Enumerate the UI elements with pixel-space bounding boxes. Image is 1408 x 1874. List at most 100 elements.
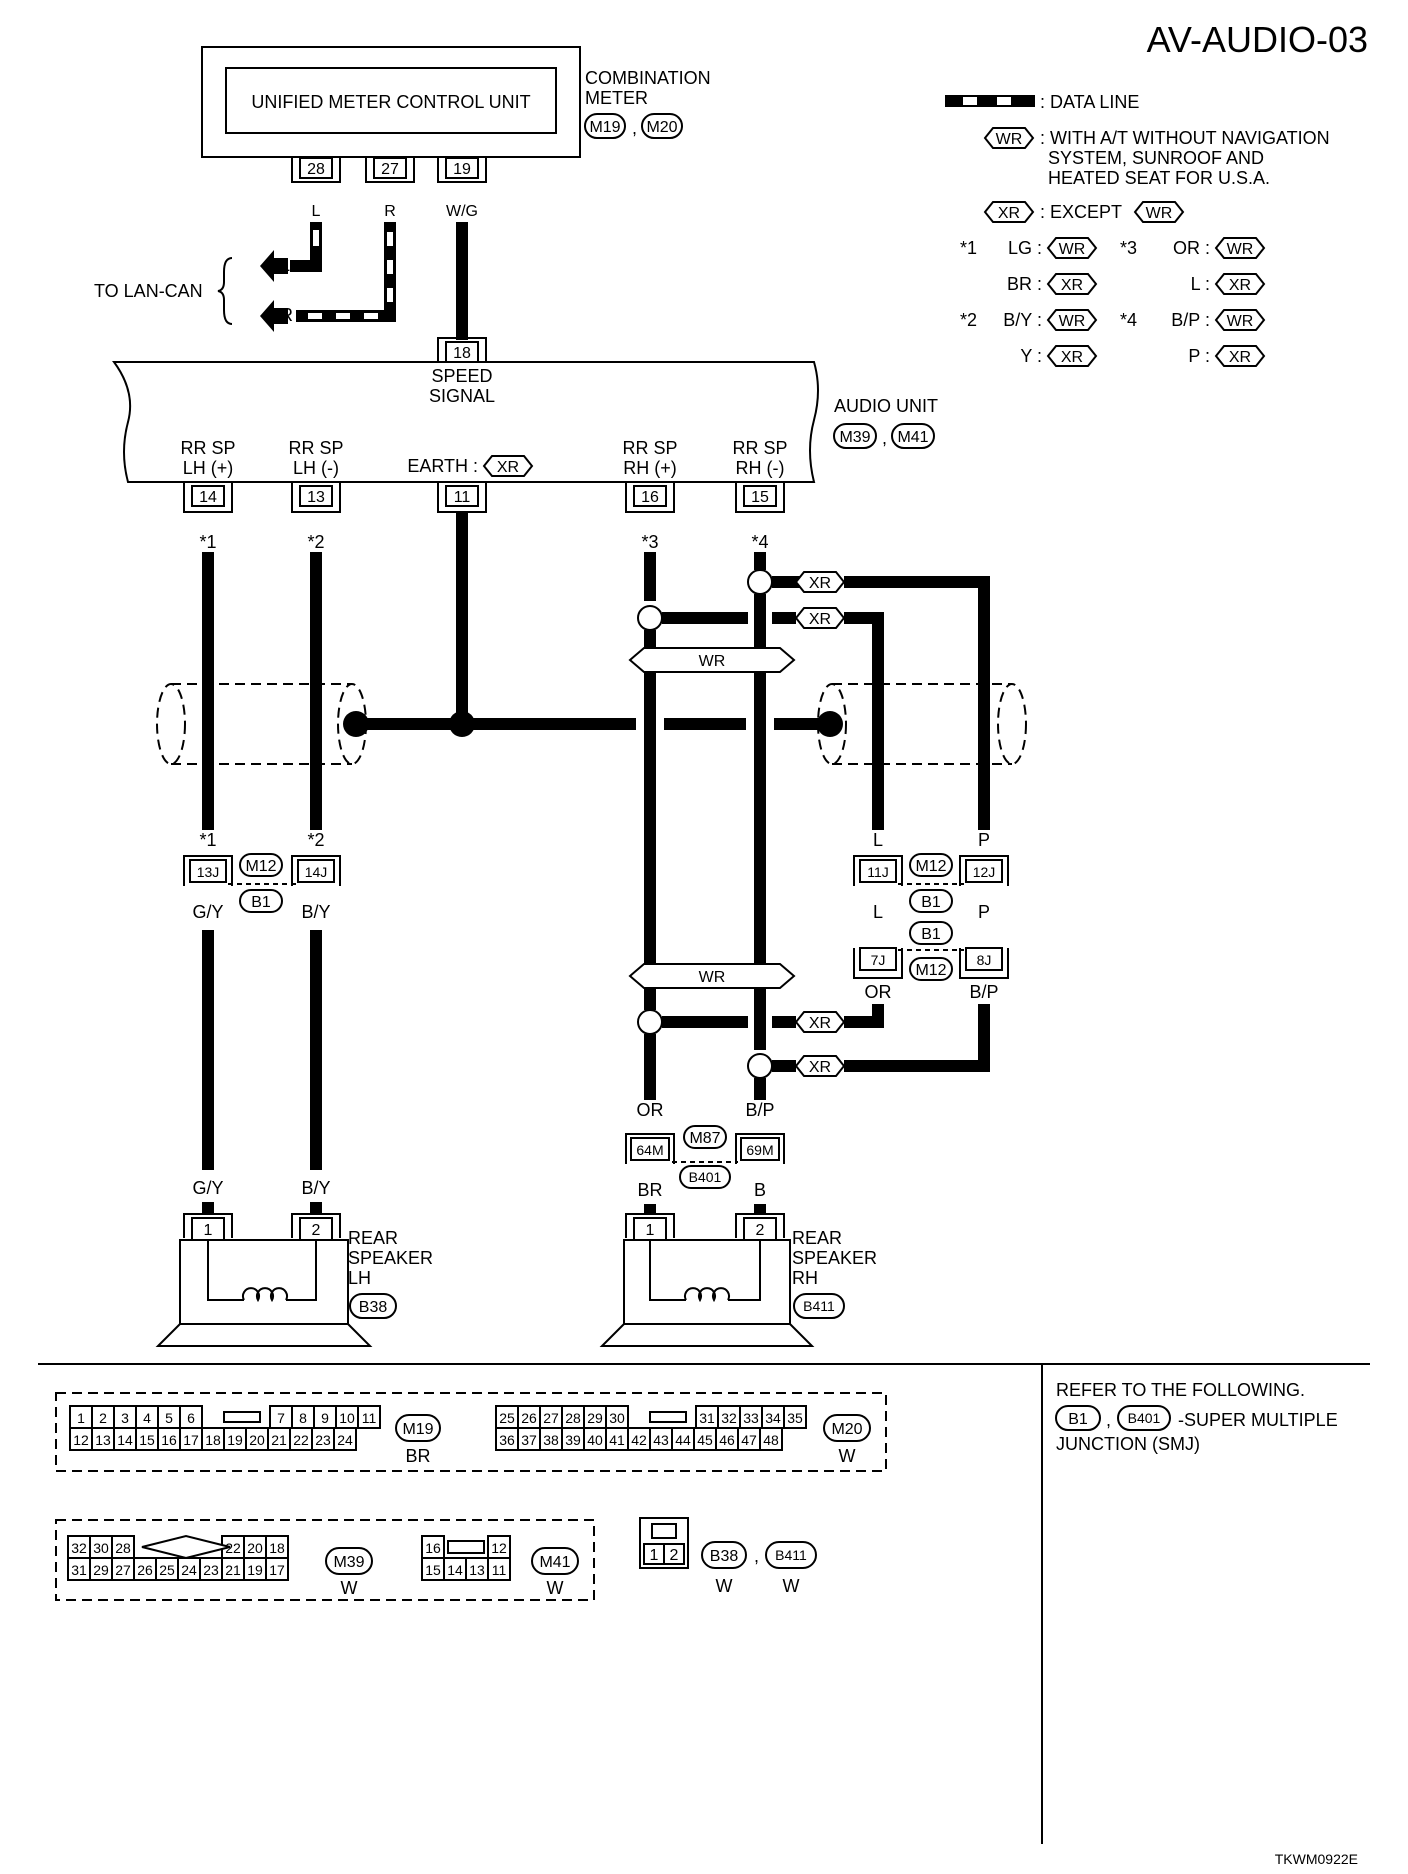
svg-text:M87: M87 [689, 1130, 720, 1147]
b411-face-label: B411 [765, 1541, 817, 1569]
legend-s4-xr-tag: XR [1214, 345, 1266, 367]
refer-note: REFER TO THE FOLLOWING. B1 , B401 -SUPER… [1055, 1380, 1338, 1454]
pin-number: 9 [321, 1410, 329, 1426]
pin-number: 17 [269, 1562, 285, 1578]
audio-unit-title: AUDIO UNIT [834, 396, 938, 416]
pin-number: 1 [77, 1410, 85, 1426]
pin-number: 26 [137, 1562, 153, 1578]
pin-number: 7 [277, 1410, 285, 1426]
pin-number: 30 [93, 1540, 109, 1556]
pin-number: 31 [699, 1410, 715, 1426]
earth-xr-tag: XR [482, 455, 534, 477]
svg-text:M19: M19 [589, 119, 620, 136]
refer-text2: JUNCTION (SMJ) [1056, 1434, 1200, 1454]
svg-text:B411: B411 [775, 1547, 807, 1563]
lh-pin2: 2 [312, 1222, 321, 1239]
legend: : DATA LINE WR : WITH A/T WITHOUT NAVIGA… [945, 92, 1330, 367]
pin-number: 37 [521, 1432, 537, 1448]
legend-s2-wr: B/Y : [1003, 310, 1042, 330]
combination-meter-title: COMBINATION [585, 68, 711, 88]
svg-text:,: , [754, 1546, 759, 1566]
rh-speaker-label: SPEAKER [792, 1248, 877, 1268]
pin-number: 20 [247, 1540, 263, 1556]
speaker-wires: *1 *2 *3 *4 XR [156, 512, 1027, 1214]
data-line-legend-label: : DATA LINE [1040, 92, 1139, 112]
connector-7j: 7J [853, 947, 903, 979]
pin-number: 45 [697, 1432, 713, 1448]
lan-r-label: R [280, 305, 293, 325]
pin-number: 2 [99, 1410, 107, 1426]
connector-8j: 8J [959, 947, 1009, 979]
pin-number: 22 [293, 1432, 309, 1448]
audio-pin-14: 14 [183, 482, 233, 513]
lh-lh-label: LH [348, 1268, 371, 1288]
pin-number: 21 [225, 1562, 241, 1578]
pin-number: 29 [587, 1410, 603, 1426]
svg-text:B38: B38 [359, 1299, 388, 1316]
svg-text:B1: B1 [1068, 1411, 1088, 1428]
rh-pin1: 1 [646, 1222, 655, 1239]
pin-number: 3 [121, 1410, 129, 1426]
svg-text:69M: 69M [746, 1142, 773, 1158]
pin-number: 16 [161, 1432, 177, 1448]
lan-r-arrow-icon [260, 300, 274, 332]
pin-cell [333, 1427, 357, 1451]
wire-p-mid: P [978, 902, 990, 922]
pin-number: 18 [205, 1432, 221, 1448]
legend-star1: *1 [960, 238, 977, 258]
star1-bottom: *1 [199, 830, 216, 850]
wire-l-label: L [873, 830, 883, 850]
m39-m41-face-frame [55, 1519, 595, 1601]
audio-connector-m39: M39 [833, 423, 877, 449]
lh-speaker-label: SPEAKER [348, 1248, 433, 1268]
svg-text:XR: XR [1229, 277, 1251, 294]
m39-face-color: W [341, 1578, 358, 1598]
wire-color-l: L [312, 203, 321, 220]
pin-number: 40 [587, 1432, 603, 1448]
page-code: AV-AUDIO-03 [1147, 19, 1368, 60]
sp-face-pin1: 1 [650, 1547, 659, 1564]
pin-number: 25 [499, 1410, 515, 1426]
audio-unit: 18 SPEED SIGNAL AUDIO UNIT M39 , M41 RR … [112, 337, 938, 513]
audio-pin-16: 16 [625, 482, 675, 513]
pin-number: 32 [721, 1410, 737, 1426]
pin-number: 23 [203, 1562, 219, 1578]
pin-number: 27 [543, 1410, 559, 1426]
svg-text:,: , [1106, 1410, 1111, 1430]
svg-text:WR: WR [1227, 313, 1254, 330]
svg-text:M12: M12 [915, 962, 946, 979]
legend-s4-wr-tag: WR [1214, 309, 1266, 331]
wire-color-r: R [384, 203, 396, 220]
svg-text:XR: XR [809, 575, 831, 592]
m19-face-label: M19 [395, 1414, 441, 1442]
wire-l-mid: L [873, 902, 883, 922]
svg-text:16: 16 [641, 489, 659, 506]
rr-sp-lh-minus-label1: RR SP [288, 438, 343, 458]
pin-number: 33 [743, 1410, 759, 1426]
pin-number: 17 [183, 1432, 199, 1448]
wire-p-label: P [978, 830, 990, 850]
lh-connector-b38: B38 [349, 1293, 397, 1319]
wire-gy-top: G/Y [192, 902, 223, 922]
wr-bar-top: WR [628, 647, 796, 673]
audio-pin-13: 13 [291, 482, 341, 513]
m19-m20-face-frame [55, 1392, 887, 1472]
svg-text:M41: M41 [897, 429, 928, 446]
wr-legend-tag: WR [983, 127, 1035, 149]
svg-text:64M: 64M [636, 1142, 663, 1158]
pin-number: 8 [299, 1410, 307, 1426]
pin-number: 25 [159, 1562, 175, 1578]
wire-gy-bottom: G/Y [192, 1178, 223, 1198]
pin-number: 26 [521, 1410, 537, 1426]
xr-legend-text: : EXCEPT [1040, 202, 1122, 222]
pin-number: 5 [165, 1410, 173, 1426]
svg-text:13: 13 [307, 489, 325, 506]
pin-number: 47 [741, 1432, 757, 1448]
pin-number: 18 [269, 1540, 285, 1556]
svg-text:19: 19 [453, 161, 471, 178]
pin-number: 29 [93, 1562, 109, 1578]
meter-connector-m20: M20 [641, 113, 683, 139]
pin-number: 24 [181, 1562, 197, 1578]
pin-number: 46 [719, 1432, 735, 1448]
